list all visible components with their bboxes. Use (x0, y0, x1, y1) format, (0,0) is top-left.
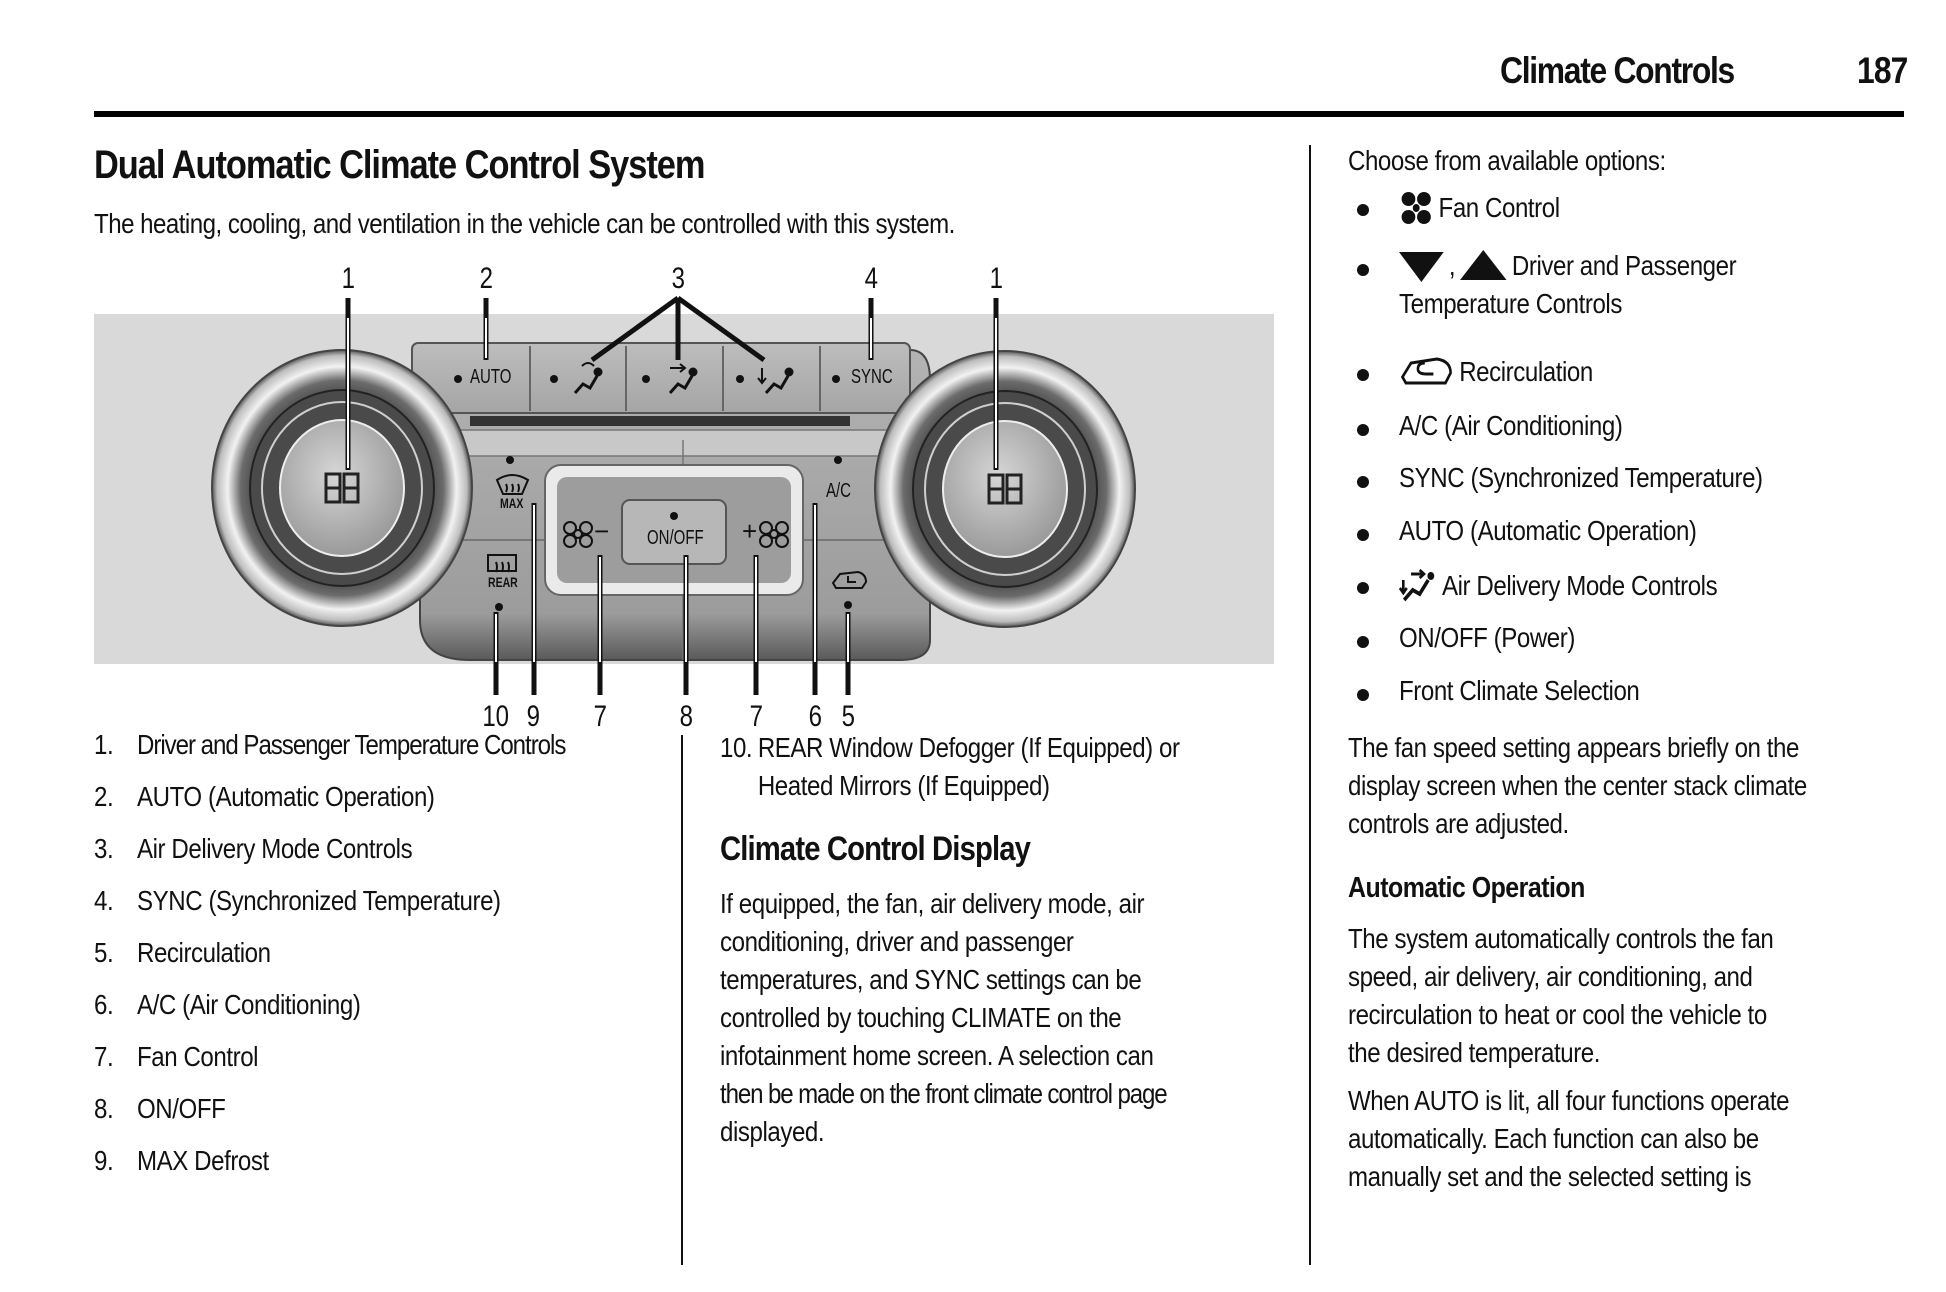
callout-7-left: 7 (593, 700, 608, 733)
callout-4: 4 (864, 262, 879, 295)
legend-item: 9.MAX Defrost (94, 1145, 269, 1176)
max-defrost-icon (495, 474, 530, 495)
right-temperature-knob (874, 350, 1136, 628)
bullet (1357, 582, 1369, 594)
ac-button[interactable]: A/C (826, 480, 852, 502)
callout-8: 8 (679, 700, 694, 733)
section-intro: The heating, cooling, and ventilation in… (94, 208, 955, 239)
options-intro: Choose from available options: (1348, 145, 1666, 176)
legend-item: 2.AUTO (Automatic Operation) (94, 781, 435, 812)
fan-icon (1401, 192, 1431, 224)
up-triangle-icon (1460, 250, 1507, 280)
top-button-strip (411, 342, 911, 414)
fan-pad (544, 464, 804, 596)
fan-speed-paragraph: The fan speed setting appears briefly on… (1348, 732, 1807, 839)
fan-plus-icon (759, 521, 789, 548)
bullet (1357, 529, 1369, 541)
mode-defrost-floor-icon (573, 362, 603, 394)
automatic-operation-heading: Automatic Operation (1348, 872, 1585, 904)
mode-floor-icon (757, 367, 794, 394)
bullet (1357, 204, 1369, 216)
section-title: Dual Automatic Climate Control System (94, 143, 705, 187)
air-delivery-icon (1399, 568, 1435, 602)
header-rule (94, 111, 1904, 117)
on-off-button[interactable]: ON/OFF (647, 527, 704, 549)
bullet (1357, 476, 1369, 488)
column-divider-right (1309, 145, 1311, 1265)
legend-item: 3.Air Delivery Mode Controls (94, 833, 413, 864)
left-temperature-display (324, 472, 360, 504)
auto-button[interactable]: AUTO (470, 366, 512, 388)
bullet (1357, 264, 1369, 276)
fan-increase-button[interactable]: + (742, 516, 758, 546)
max-defrost-button[interactable]: MAX (500, 495, 524, 511)
callout-1-right: 1 (989, 262, 1004, 295)
callout-leaders (345, 295, 999, 695)
rear-defrost-icon (487, 554, 517, 573)
sync-button[interactable]: SYNC (851, 366, 893, 388)
recirculation-icon (1400, 357, 1452, 385)
diagram-background (94, 314, 1274, 664)
right-temperature-display (987, 473, 1023, 505)
rear-defrost-button[interactable]: REAR (488, 574, 518, 590)
climate-display-paragraph: If equipped, the fan, air delivery mode,… (720, 888, 1168, 1147)
callout-3: 3 (671, 262, 686, 295)
console-body (419, 349, 931, 661)
column-divider-left (681, 735, 683, 1265)
legend-item-10: 10.REAR Window Defogger (If Equipped) or… (720, 732, 1180, 801)
bullet (1357, 369, 1369, 381)
climate-display-heading: Climate Control Display (720, 830, 1031, 868)
fan-minus-icon (563, 521, 593, 548)
callout-1-left: 1 (341, 262, 356, 295)
running-header-section: Climate Controls (1500, 50, 1735, 91)
legend-item: 5.Recirculation (94, 937, 271, 968)
bullet (1357, 424, 1369, 436)
legend-item: 1.Driver and Passenger Temperature Contr… (94, 729, 566, 760)
automatic-operation-paragraph-1: The system automatically controls the fa… (1348, 923, 1774, 1068)
down-triangle-icon (1399, 252, 1444, 282)
left-temperature-knob (211, 349, 473, 627)
mode-vent-icon (668, 363, 698, 394)
callout-2: 2 (479, 262, 494, 295)
bullet (1357, 636, 1369, 648)
legend-item: 4.SYNC (Synchronized Temperature) (94, 885, 501, 916)
recirculation-button-icon (831, 570, 868, 589)
automatic-operation-paragraph-2: When AUTO is lit, all four functions ope… (1348, 1085, 1790, 1192)
bullet (1357, 689, 1369, 701)
fan-decrease-button[interactable]: − (594, 516, 610, 546)
page-number: 187 (1857, 50, 1908, 91)
legend-item: 8.ON/OFF (94, 1093, 226, 1124)
legend-item: 7.Fan Control (94, 1041, 259, 1072)
legend-item: 6.A/C (Air Conditioning) (94, 989, 361, 1020)
on-off-button-shape (621, 499, 727, 565)
